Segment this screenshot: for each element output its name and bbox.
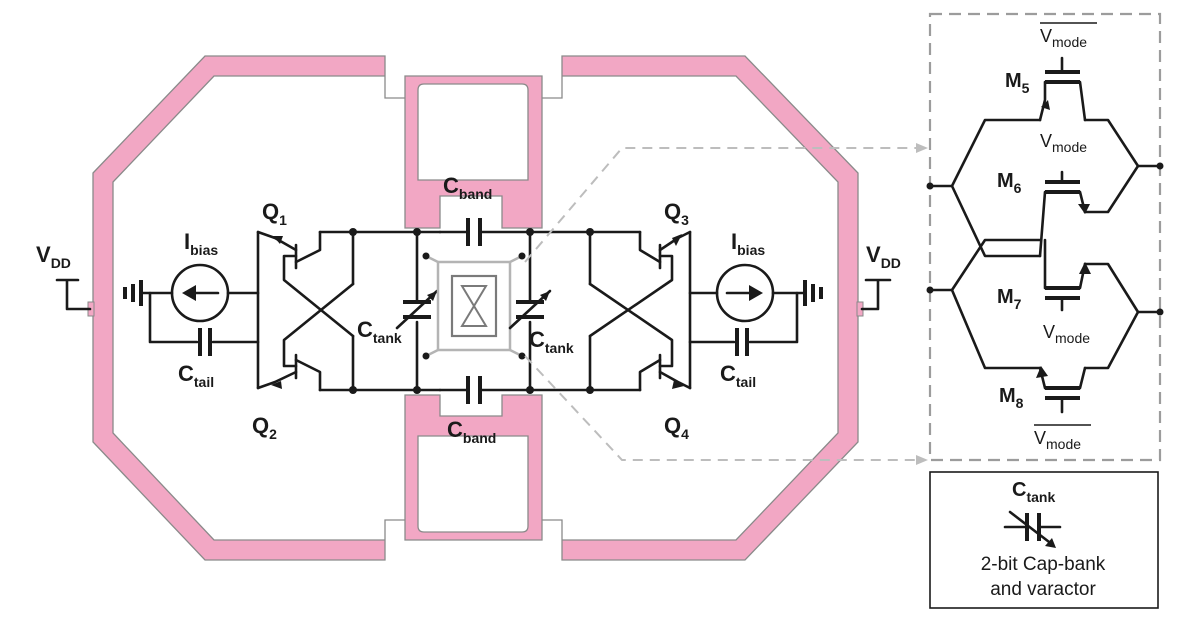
ground-left-icon bbox=[123, 280, 174, 306]
m6-label: M6 bbox=[997, 170, 1022, 196]
cband-top-label: Cband bbox=[443, 173, 492, 202]
ctank-right-label: Ctank bbox=[529, 327, 574, 356]
legend-line-2: and varactor bbox=[990, 579, 1096, 600]
legend-varactor-icon bbox=[1003, 510, 1062, 548]
transistor-q2 bbox=[256, 282, 355, 392]
zoom-line-bottom bbox=[524, 355, 920, 461]
center-switch-block bbox=[425, 254, 523, 358]
transistor-m6 bbox=[1038, 170, 1090, 258]
inductor-bottom-window bbox=[417, 435, 529, 533]
switch-detail-panel bbox=[928, 12, 1162, 462]
transistor-q1 bbox=[256, 230, 355, 338]
q1-label: Q1 bbox=[262, 199, 287, 228]
inductor-top-window bbox=[417, 83, 529, 181]
vdd-left-symbol bbox=[55, 278, 92, 311]
transistor-q4 bbox=[588, 282, 692, 392]
ctail-left-label: Ctail bbox=[178, 361, 214, 390]
switch-detail-circuit bbox=[926, 56, 1164, 414]
q2-label: Q2 bbox=[252, 413, 277, 442]
m8-label: M8 bbox=[999, 385, 1024, 411]
center-cband-and-switch bbox=[422, 218, 532, 404]
q4-label: Q4 bbox=[664, 413, 689, 442]
m5-label: M5 bbox=[1005, 70, 1030, 96]
vdd-left-label: VDD bbox=[36, 242, 71, 271]
current-source-left-icon bbox=[170, 263, 230, 323]
cband-bottom-label: Cband bbox=[447, 417, 496, 446]
ctank-left-label: Ctank bbox=[357, 317, 402, 346]
vdd-right-label: VDD bbox=[866, 242, 901, 271]
right-oscillator-core bbox=[508, 228, 892, 394]
left-oscillator-core bbox=[55, 228, 442, 394]
vmode-m7-label: Vmode bbox=[1043, 322, 1090, 346]
ibias-left-label: Ibias bbox=[184, 229, 218, 258]
legend-box bbox=[929, 471, 1159, 609]
ground-right-icon bbox=[803, 280, 823, 306]
ctail-right-label: Ctail bbox=[720, 361, 756, 390]
vmode-bar-top-label: Vmode bbox=[1040, 26, 1087, 50]
zoom-line-top bbox=[524, 147, 920, 263]
vmode-bar-bottom-label: Vmode bbox=[1034, 428, 1081, 452]
m7-label: M7 bbox=[997, 286, 1022, 312]
transistor-m7 bbox=[1043, 238, 1091, 312]
transistor-q3 bbox=[588, 230, 692, 338]
legend-line-1: 2-bit Cap-bank bbox=[981, 554, 1106, 575]
vmode-m6-label: Vmode bbox=[1040, 131, 1087, 155]
legend-title: Ctank bbox=[1012, 479, 1055, 505]
current-source-right-icon bbox=[715, 263, 775, 323]
transistor-m5 bbox=[1038, 56, 1087, 122]
inductor-trace bbox=[87, 55, 864, 561]
transistor-m8 bbox=[1036, 366, 1087, 414]
q3-label: Q3 bbox=[664, 199, 689, 228]
vdd-right-symbol bbox=[860, 278, 892, 311]
ibias-right-label: Ibias bbox=[731, 229, 765, 258]
